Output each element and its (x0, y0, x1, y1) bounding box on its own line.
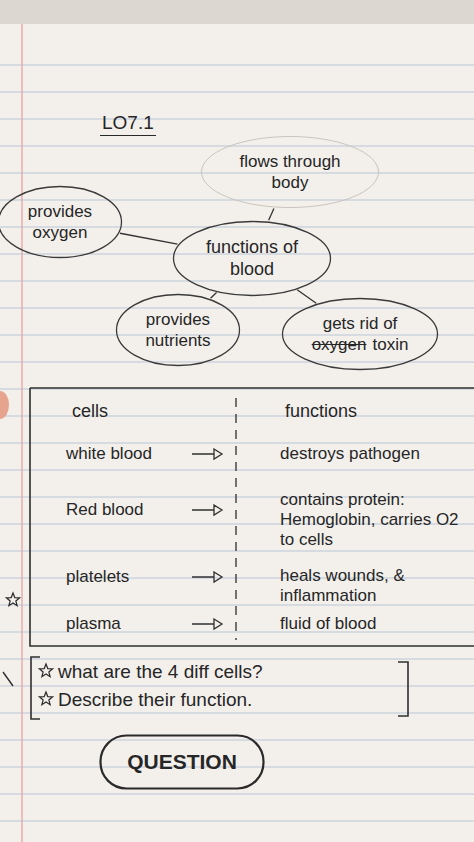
function-bubble: gets rid ofoxygentoxin (281, 297, 439, 371)
bubble-outline (200, 135, 380, 209)
bubble-text: QUESTION (107, 749, 257, 775)
table-header: cells (72, 401, 182, 422)
function-bubble: flows through body (200, 135, 380, 209)
star-mark (6, 593, 19, 606)
connector-line (297, 290, 316, 303)
bracket (398, 662, 408, 716)
bubble-label: oxygen (312, 334, 367, 355)
margin-line (21, 24, 22, 842)
column-divider (235, 398, 236, 640)
row-arrow (192, 449, 222, 459)
connector-line (120, 233, 177, 244)
page-title: LO7.1 (100, 112, 156, 136)
bracket (31, 657, 40, 719)
bubble-label: provides nutrients (141, 309, 215, 351)
bubble-text: provides oxygen (20, 201, 100, 243)
ellipse-outline (202, 137, 379, 208)
bubble-text: provides nutrients (138, 309, 218, 351)
table-cell: fluid of blood (280, 614, 468, 634)
page-edge (0, 0, 474, 24)
table-cell: platelets (66, 567, 188, 587)
star-mark (39, 692, 52, 705)
central-bubble: functions of blood (172, 220, 332, 297)
ellipse-outline (117, 295, 240, 366)
question-note: Describe their function. (58, 689, 393, 711)
table-cell: Red blood (66, 500, 188, 520)
bubble-outline (0, 185, 123, 259)
pen-mark (3, 672, 13, 686)
bubble-outline (115, 293, 241, 367)
bubble-outline (281, 297, 439, 371)
bubble-label: QUESTION (127, 749, 237, 775)
bubble-label: functions of blood (203, 236, 301, 280)
table-cell: heals wounds, & inflammation (280, 566, 468, 606)
ellipse-outline (174, 221, 331, 295)
cloud-outline (101, 736, 264, 789)
bubble-label: gets rid of (323, 313, 398, 334)
star-mark (39, 664, 52, 677)
ellipse-outline (283, 299, 438, 370)
table-header: functions (285, 401, 445, 422)
row-arrow (192, 505, 222, 515)
function-bubble: provides oxygen (0, 185, 123, 259)
connector-line (211, 293, 217, 299)
table-cell: white blood (66, 444, 188, 464)
table-cell: destroys pathogen (280, 444, 468, 464)
bubble-label: toxin (372, 334, 408, 355)
bubble-text: flows through body (231, 151, 349, 193)
ellipse-outline (0, 187, 122, 258)
question-note: what are the 4 diff cells? (58, 661, 393, 683)
bubble-label: flows through body (234, 151, 346, 193)
bubble-label: provides oxygen (23, 201, 97, 243)
connector-line (269, 208, 274, 220)
row-arrow (192, 572, 222, 582)
question-cloud: QUESTION (99, 734, 265, 790)
bubble-outline (172, 220, 332, 297)
fingertip (0, 391, 9, 419)
table-cell: plasma (66, 614, 188, 634)
function-bubble: provides nutrients (115, 293, 241, 367)
bubble-text: functions of blood (200, 236, 304, 280)
table-frame (30, 388, 474, 646)
row-arrow (192, 619, 222, 629)
ruled-lines (0, 40, 474, 842)
bubble-text: gets rid ofoxygentoxin (301, 313, 419, 355)
table-cell: contains protein: Hemoglobin, carries O2… (280, 490, 468, 550)
